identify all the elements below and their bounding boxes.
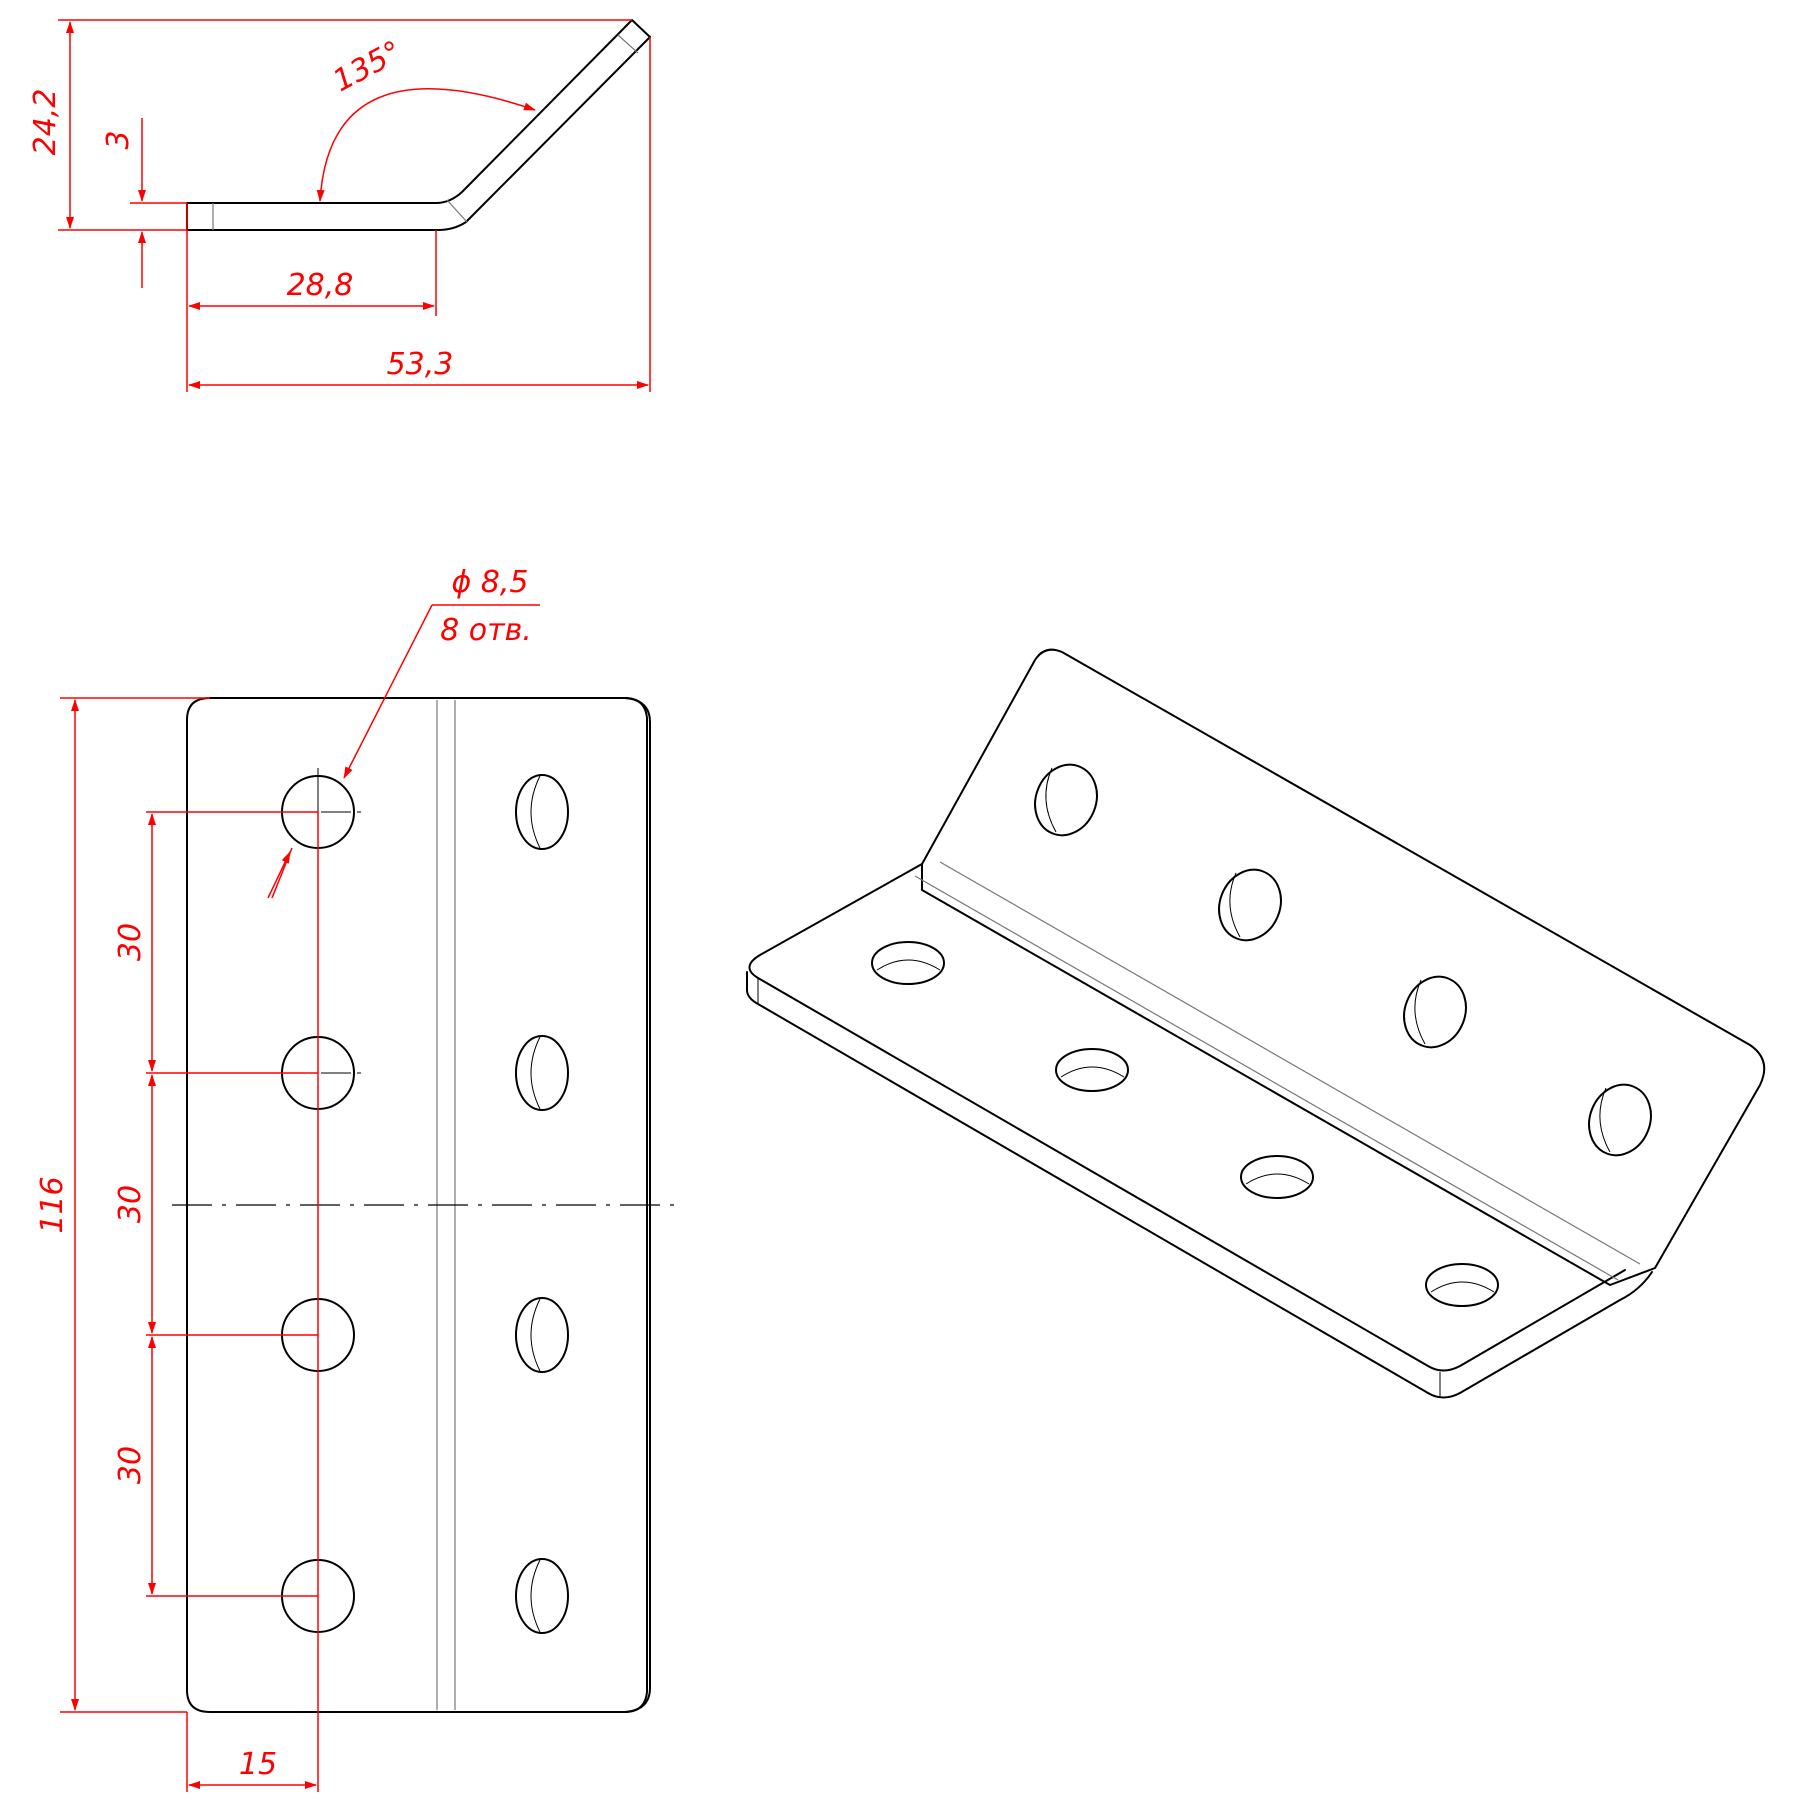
dimension-pitch-3-label: 30 — [113, 1446, 148, 1484]
dimension-height-label: 24,2 — [28, 89, 63, 156]
hole-inner-edge — [530, 1036, 541, 1110]
hole — [515, 1558, 569, 1634]
dimension-thickness-label: 3 — [101, 130, 136, 149]
hole-inner-edge — [1060, 1066, 1125, 1078]
hole-count-label: 8 отв. — [440, 613, 532, 648]
iso-base-holes — [871, 941, 1499, 1307]
iso-base-plate-thickness — [746, 971, 1653, 1399]
hole — [1403, 975, 1467, 1049]
side-view: 24,2 3 28,8 53,3 135° — [28, 19, 651, 392]
hole — [1425, 1263, 1499, 1307]
iso-upright-holes — [1034, 763, 1652, 1157]
iso-bend-line-1 — [914, 875, 1619, 1281]
left-hole-column — [275, 768, 365, 1633]
hole — [871, 941, 945, 985]
hole — [1588, 1083, 1652, 1157]
hole — [1218, 868, 1282, 942]
front-view: ϕ 8,5 8 отв. 116 30 30 30 15 — [35, 565, 682, 1792]
dimension-angle-label: 135° — [327, 34, 407, 99]
hole-diameter-label: ϕ 8,5 — [451, 565, 528, 600]
side-view-bend-tangent-1 — [446, 199, 468, 223]
dimension-angle-arc — [316, 88, 536, 202]
isometric-view — [746, 648, 1766, 1399]
iso-bend-line-2 — [939, 861, 1641, 1265]
dimension-overall-height-label: 116 — [35, 1176, 70, 1233]
dimension-pitch-1-label: 30 — [113, 923, 148, 961]
dimension-pitch-2-label: 30 — [113, 1185, 148, 1223]
iso-base-plate — [748, 863, 1626, 1372]
dimension-edge-offset-label: 15 — [239, 1747, 277, 1782]
dimension-overall-length-label: 53,3 — [387, 347, 454, 382]
hole — [1055, 1048, 1129, 1092]
side-view-bend-tangent-2 — [617, 34, 639, 54]
hole — [1034, 763, 1098, 837]
hole — [515, 1297, 569, 1373]
iso-upright-flange — [921, 648, 1766, 1286]
hole-inner-edge — [1229, 872, 1241, 938]
hole-inner-edge — [530, 1559, 541, 1633]
hole-inner-edge — [1430, 1281, 1495, 1293]
side-view-profile — [186, 19, 651, 231]
hole — [1240, 1155, 1314, 1199]
hole-inner-edge — [1414, 979, 1426, 1045]
right-hole-column — [515, 774, 569, 1634]
iso-upright-flange-edge — [1037, 648, 1063, 656]
hole-inner-edge — [1599, 1087, 1611, 1153]
hole-inner-edge — [530, 1298, 541, 1372]
hole — [515, 774, 569, 850]
hole — [515, 1035, 569, 1111]
hole-inner-edge — [1245, 1173, 1310, 1185]
hole-leader-line — [343, 604, 433, 779]
dimension-flange-label: 28,8 — [287, 268, 354, 303]
hole-inner-edge — [530, 775, 541, 849]
hole-inner-edge — [876, 959, 941, 971]
hole-leader-line-arrow2 — [267, 851, 291, 899]
hole-inner-edge — [1045, 767, 1057, 833]
